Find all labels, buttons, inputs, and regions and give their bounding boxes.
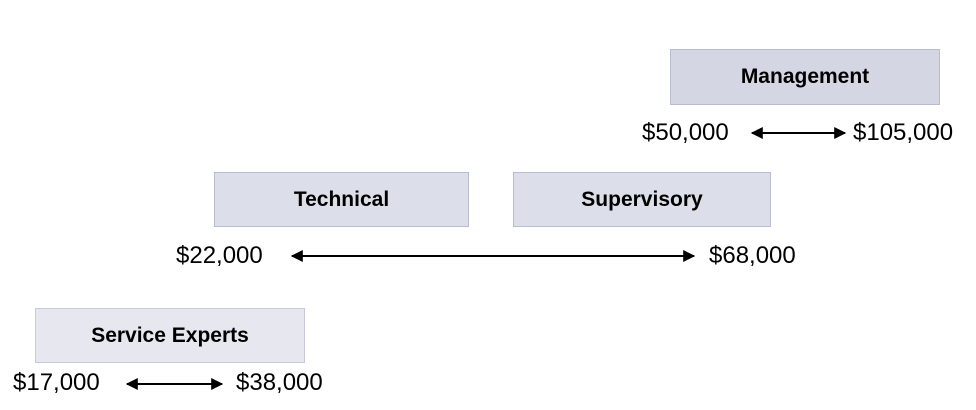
technical-box: Technical: [214, 172, 469, 227]
service-experts-box: Service Experts: [35, 308, 305, 363]
management-max-salary: $105,000: [853, 119, 954, 146]
management-box: Management: [670, 49, 940, 105]
technical-label: Technical: [293, 187, 390, 211]
supervisory-box: Supervisory: [513, 172, 771, 227]
mid-range-max-salary: $68,000: [709, 242, 796, 269]
mid-range-min-salary: $22,000: [176, 242, 263, 269]
service-experts-min-salary: $17,000: [13, 369, 100, 396]
management-min-salary: $50,000: [642, 119, 729, 146]
management-label: Management: [740, 65, 870, 88]
service-experts-label: Service Experts: [91, 323, 249, 347]
supervisory-label: Supervisory: [581, 187, 703, 211]
service-experts-max-salary: $38,000: [236, 369, 323, 396]
